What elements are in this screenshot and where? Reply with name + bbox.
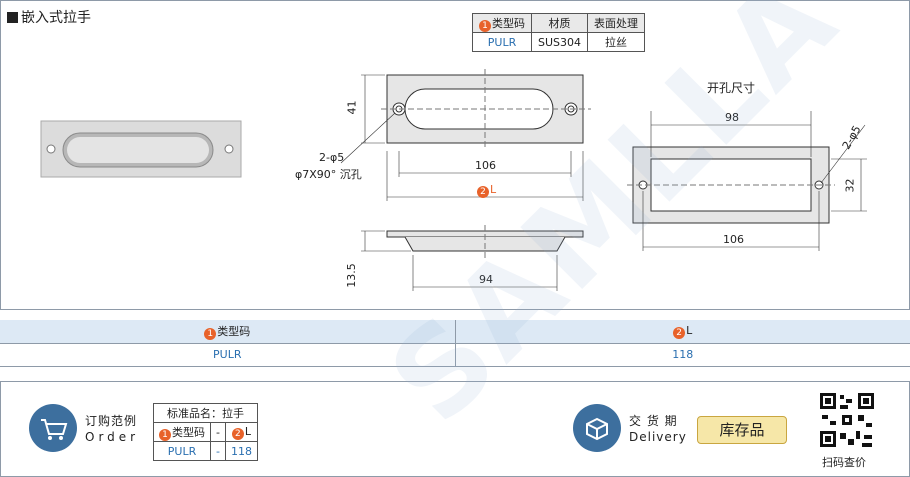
technical-drawing	[40, 69, 867, 291]
dim-32: 32	[843, 178, 857, 193]
dim-41: 41	[345, 100, 359, 115]
spec-code-value: PULR	[472, 32, 532, 52]
box-icon	[573, 404, 621, 452]
hole-note-2: φ7X90° 沉孔	[295, 168, 362, 181]
product-title-text: 嵌入式拉手	[21, 10, 91, 26]
product-title: 嵌入式拉手	[7, 7, 91, 27]
order-dash-value: -	[210, 441, 226, 461]
cutout-view	[627, 111, 867, 251]
stock-badge: 库存品	[697, 416, 787, 444]
title-square-icon	[7, 11, 18, 23]
size-l-value: 118	[455, 343, 910, 367]
size-code-value: PULR	[0, 343, 456, 367]
cutout-title: 开孔尺寸	[707, 81, 756, 95]
product-photo	[40, 120, 242, 178]
dim-106-cut: 106	[723, 233, 744, 246]
spec-material-value: SUS304	[530, 32, 589, 52]
spec-header-finish: 表面处理	[587, 13, 646, 33]
cart-icon	[29, 404, 77, 452]
delivery-label-en: Delivery	[629, 430, 687, 444]
dim-106-front: 106	[475, 159, 496, 172]
spec-finish-value: 拉丝	[587, 32, 646, 52]
dim-98: 98	[725, 111, 739, 124]
dim-13-5: 13.5	[344, 263, 358, 288]
order-header-dash: -	[210, 422, 226, 442]
qr-code-icon[interactable]	[818, 391, 876, 449]
delivery-label-cn: 交 货 期	[629, 414, 678, 428]
order-code-value: PULR	[153, 441, 211, 461]
order-table-title: 标准品名：拉手	[153, 403, 258, 423]
order-l-value: 118	[224, 441, 258, 461]
dim-94: 94	[479, 273, 493, 286]
order-label-cn: 订购范例	[85, 414, 138, 428]
front-view	[340, 69, 591, 201]
hole-note-1: 2-φ5	[319, 151, 345, 164]
qr-caption: 扫码查价	[822, 456, 866, 469]
side-view	[361, 225, 584, 291]
order-label-en: Order	[85, 430, 140, 444]
